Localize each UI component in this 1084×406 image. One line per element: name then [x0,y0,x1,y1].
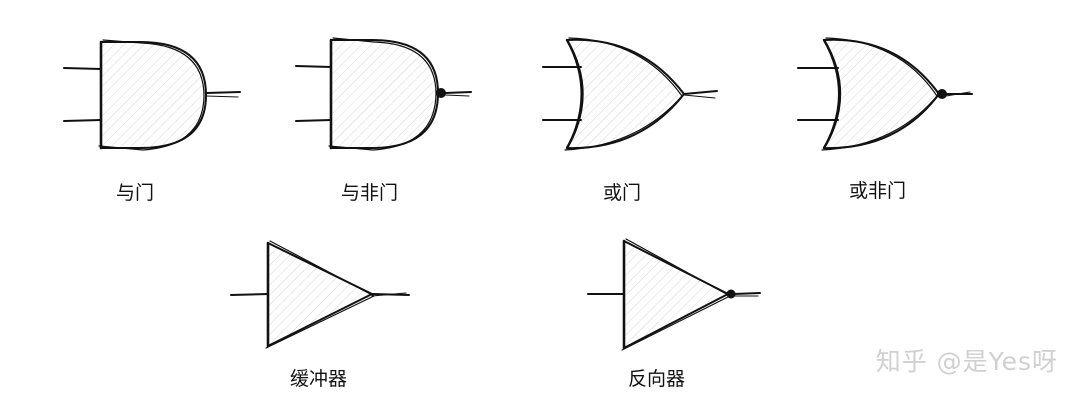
and-input-b [63,119,102,122]
nand-gate-label: 与非门 [341,182,399,204]
nand-output [444,91,472,94]
buffer-input [230,293,269,296]
and-gate-label: 与门 [116,182,155,204]
inverter-output [733,292,761,295]
nand-input-a [295,65,332,68]
and-input-a [63,67,102,70]
inverter-symbol [587,238,761,351]
inverter-label: 反向器 [628,368,686,390]
or-gate-label: 或门 [603,182,642,204]
nand-inversion-bubble [436,88,446,98]
nor-inversion-bubble [937,89,947,99]
nor-gate-label: 或非门 [849,180,907,202]
or-gate-symbol [542,37,718,151]
and-output [205,91,241,94]
nand-input-b [295,119,332,122]
nand-gate-symbol [295,37,472,151]
and-gate-symbol [63,39,241,151]
nor-gate-symbol [797,37,973,151]
watermark-text: 知乎 @是Yes呀 [875,347,1058,376]
or-output [683,90,718,95]
buffer-label: 缓冲器 [290,368,348,390]
buffer-symbol [230,240,410,349]
